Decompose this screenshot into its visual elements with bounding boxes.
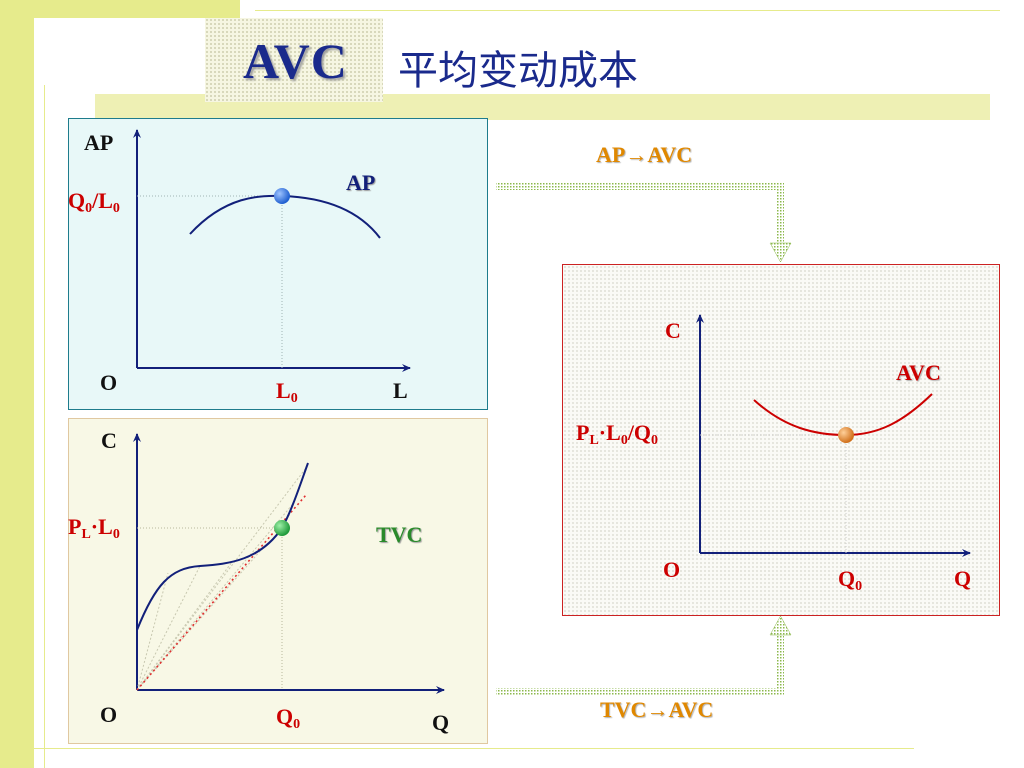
arrow-label-ap-to-avc: AP→AVC (596, 142, 693, 167)
avc-y-axis-label: C (665, 318, 681, 343)
title-box (205, 18, 383, 102)
avc-x-axis-label: Q (954, 566, 972, 591)
ap-graph-panel (68, 118, 488, 410)
bottom-decor-line (34, 748, 914, 749)
connector-top (496, 183, 792, 263)
tvc-origin-label: O (100, 702, 118, 727)
avc-graph-panel (562, 264, 1000, 616)
left-decor-band (0, 0, 34, 768)
avc-y-value-label: PL·L0/Q0 (576, 420, 659, 448)
connector-bottom (496, 615, 792, 695)
top-decor-band (0, 0, 240, 18)
ap-x-axis-label: L (393, 378, 408, 403)
left-decor-line (44, 85, 45, 768)
ap-origin-label: O (100, 370, 118, 395)
avc-x-value-label: Q0 (838, 566, 863, 594)
ap-curve-label: AP (346, 170, 376, 195)
tvc-x-value-label: Q0 (276, 704, 301, 732)
ap-x-value-label: L0 (276, 378, 298, 406)
tvc-y-value-label: PL·L0 (68, 514, 120, 542)
top-decor-line (255, 10, 1000, 11)
avc-curve-label: AVC (896, 360, 941, 385)
ap-y-axis-label: AP (84, 130, 114, 155)
page-title-abbr: AVC (243, 33, 348, 89)
tvc-curve-label: TVC (376, 522, 423, 547)
ap-y-value-label: Q0/L0 (68, 188, 120, 216)
page-title-chinese: 平均变动成本 (398, 48, 638, 94)
arrow-label-tvc-to-avc: TVC→AVC (600, 697, 714, 722)
avc-origin-label: O (663, 557, 681, 582)
tvc-x-axis-label: Q (432, 710, 450, 735)
tvc-y-axis-label: C (101, 428, 117, 453)
tvc-graph-panel (68, 418, 488, 744)
